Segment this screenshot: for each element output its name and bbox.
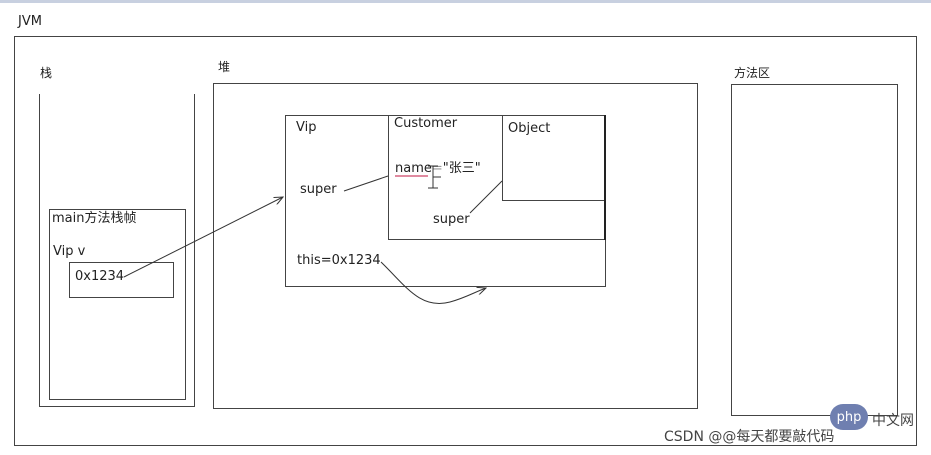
jvm-region: [14, 36, 917, 446]
name-key: name: [395, 161, 432, 176]
main-frame-label: main方法栈帧: [52, 211, 137, 226]
vip-object-label: Vip: [296, 120, 317, 135]
method-area-label: 方法区: [734, 66, 771, 80]
stack-right-wall: [194, 94, 195, 407]
customer-object-label: Customer: [394, 116, 458, 131]
text-cursor-icon: [428, 165, 441, 189]
vip-variable-value: 0x1234: [75, 269, 125, 284]
stack-label: 栈: [40, 66, 53, 80]
name-value: "张三": [442, 161, 481, 176]
heap-label: 堆: [218, 60, 231, 74]
vip-super-label: super: [300, 182, 337, 197]
top-border-line: [0, 0, 931, 3]
name-eq: =: [431, 161, 443, 176]
main-stack-frame: [49, 209, 186, 400]
method-area-region: [731, 84, 898, 416]
customer-super-label: super: [433, 212, 470, 227]
heap-region: [213, 83, 698, 409]
customer-super-link: [469, 180, 503, 214]
vip-variable-label: Vip v: [53, 244, 86, 259]
csdn-watermark: CSDN @@每天都要敲代码: [664, 429, 835, 445]
vip-this-label: this=0x1234: [297, 253, 381, 268]
object-object-label: Object: [508, 121, 551, 136]
jvm-label: JVM: [18, 14, 42, 29]
customer-name-field: name="张三": [395, 157, 481, 176]
vip-variable-slot: [69, 262, 174, 298]
stack-left-wall: [39, 94, 40, 407]
reference-arrow-v-to-vip: [123, 197, 283, 278]
vip-super-link: [343, 175, 389, 192]
php-badge: php: [830, 404, 868, 430]
php-site-label: 中文网: [872, 413, 914, 429]
stack-bottom-wall: [39, 406, 195, 407]
this-curve-arrow: [380, 261, 486, 304]
